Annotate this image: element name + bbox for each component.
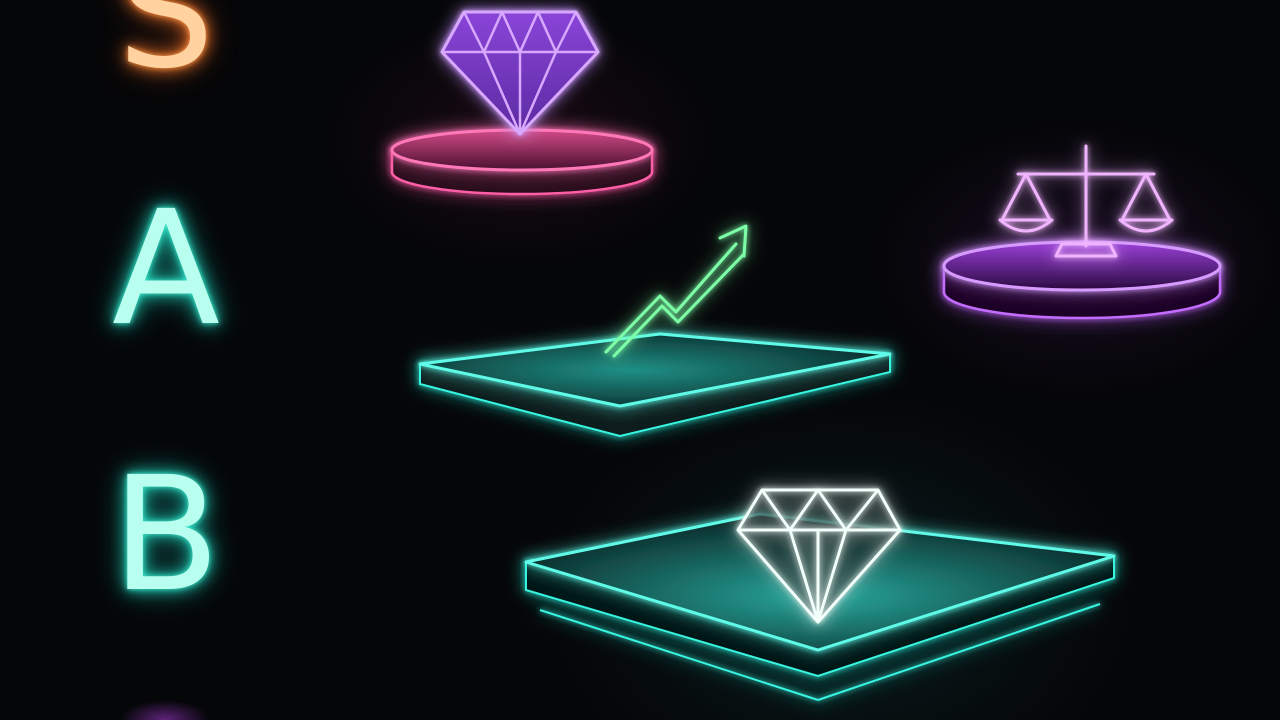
pink-pedestal: [390, 128, 654, 196]
next-tier-glow: [120, 700, 210, 720]
tier-label-b: B: [111, 443, 221, 627]
top-pedestal-group: [390, 10, 654, 196]
tier-label-s: S: [117, 0, 215, 102]
tier-label-a: A: [111, 177, 221, 361]
bottom-platform-group: [524, 488, 1116, 701]
balance-scale-icon: [998, 144, 1174, 258]
teal-platform-middle: [418, 332, 892, 438]
right-pedestal-group: [942, 144, 1222, 320]
diamond-icon: [440, 10, 600, 136]
violet-pedestal: [942, 240, 1222, 320]
trend-up-arrow-icon: [604, 224, 748, 358]
diamond-icon: [736, 488, 902, 624]
middle-platform-group: [418, 224, 892, 438]
